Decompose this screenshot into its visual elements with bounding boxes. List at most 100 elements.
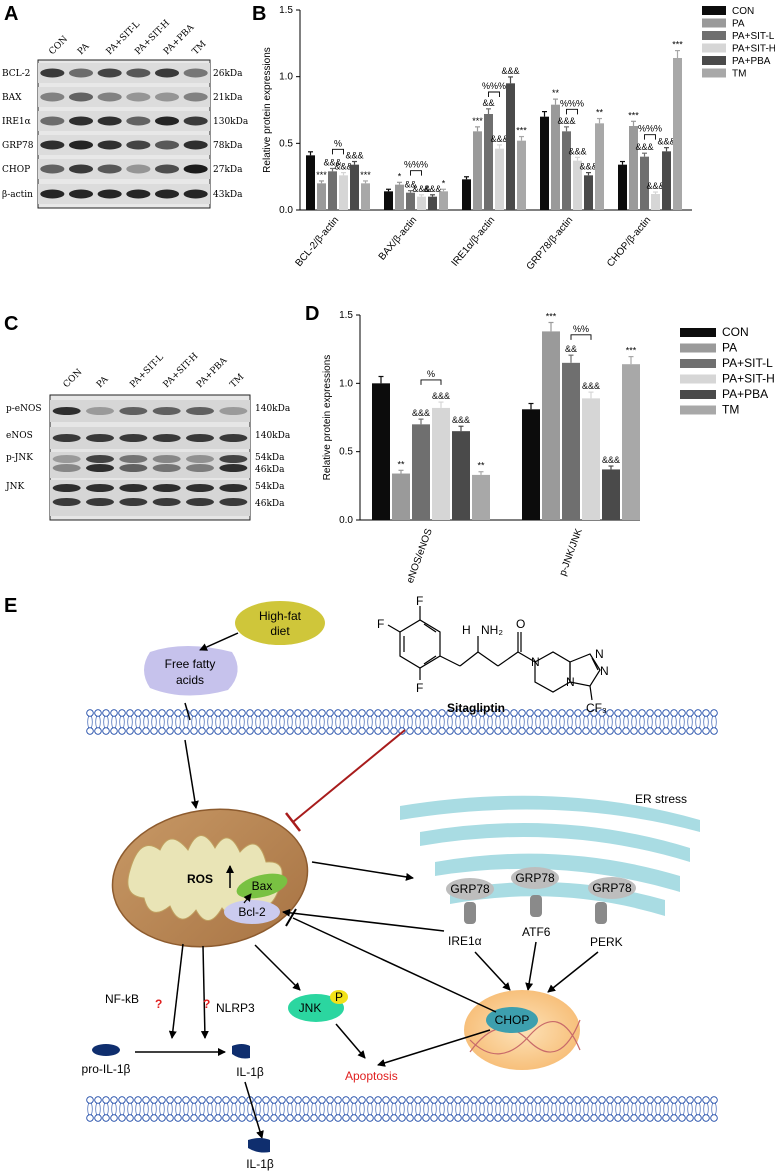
lipid-head [262, 1114, 270, 1122]
lipid-head [166, 709, 174, 717]
il1b-secreted-label: IL-1β [246, 1157, 274, 1171]
jnk-node [288, 994, 344, 1022]
lipid-head [358, 1096, 366, 1104]
ffa-text-1: Free fatty [165, 657, 216, 671]
blot-c-band [119, 464, 148, 472]
lipid-tail [287, 1102, 293, 1116]
lipid-tail [119, 715, 125, 729]
lipid-head [622, 1096, 630, 1104]
lipid-tail [471, 1102, 477, 1116]
legend-label: PA+SIT-H [722, 372, 775, 386]
lipid-tail [407, 1102, 413, 1116]
blot-a-band [97, 92, 122, 102]
bracket-label: %%% [560, 98, 584, 108]
significance-label: && [482, 98, 494, 108]
lipid-tail [343, 715, 349, 729]
lipid-head [678, 709, 686, 717]
lipid-tail [271, 715, 277, 729]
bar [417, 196, 426, 210]
lipid-head [198, 727, 206, 735]
lipid-head [118, 1114, 126, 1122]
lipid-head [638, 1114, 646, 1122]
lipid-tail [599, 715, 605, 729]
lipid-tail [527, 1102, 533, 1116]
lipid-tail [415, 715, 421, 729]
lipid-tail [255, 715, 261, 729]
lipid-tail [199, 715, 205, 729]
bar [372, 383, 390, 520]
lipid-head [550, 1096, 558, 1104]
lipid-head [254, 709, 262, 717]
chem-n-1: N [531, 655, 540, 669]
blot-lane-label: TM [228, 372, 246, 390]
blot-a-band [126, 189, 151, 199]
blot-c-band [52, 407, 81, 415]
lipid-head [422, 709, 430, 717]
blot-c-band [86, 464, 114, 472]
lipid-head [630, 727, 638, 735]
lipid-head [134, 1096, 142, 1104]
blot-a-strip [38, 184, 210, 204]
lipid-head [502, 727, 510, 735]
arrow-mito-to-il1b [200, 945, 209, 1039]
lipid-head [406, 1096, 414, 1104]
lipid-head [366, 1096, 374, 1104]
blot-lane-label: PA+PBA [195, 356, 230, 391]
lipid-tail [639, 715, 645, 729]
lipid-head [494, 1114, 502, 1122]
bar [595, 123, 604, 210]
lipid-head [134, 709, 142, 717]
lipid-tail [335, 1102, 341, 1116]
lipid-head [414, 709, 422, 717]
lipid-head [342, 709, 350, 717]
lipid-tail [111, 715, 117, 729]
arrow-ffa-to-mito [184, 739, 199, 809]
lipid-head [406, 727, 414, 735]
lipid-tail [631, 1102, 637, 1116]
lipid-tail [575, 715, 581, 729]
lipid-head [190, 1096, 198, 1104]
chop-label: CHOP [495, 1013, 530, 1027]
lipid-tail [543, 715, 549, 729]
category-label: IRE1α/β-actin [450, 215, 498, 269]
question-mark-1: ? [155, 997, 162, 1011]
lipid-head [478, 1114, 486, 1122]
lipid-head [142, 1114, 150, 1122]
arrow-ire1a-to-chop [474, 951, 511, 991]
bcl2-node [224, 900, 280, 924]
blot-a-band [40, 68, 65, 78]
lipid-head [110, 709, 118, 717]
lipid-tail [455, 715, 461, 729]
blot-c-strip [50, 400, 250, 422]
bar [506, 83, 515, 210]
blot-row-label: IRE1α [2, 117, 31, 127]
lipid-tail [471, 715, 477, 729]
lipid-head [502, 1096, 510, 1104]
comparison-bracket [644, 134, 656, 140]
lipid-tail [143, 1102, 149, 1116]
lipid-head [390, 1096, 398, 1104]
lipid-head [390, 727, 398, 735]
blot-a-band [68, 116, 94, 126]
lipid-head [158, 727, 166, 735]
y-tick-label: 1.5 [279, 5, 293, 16]
lipid-head [486, 1096, 494, 1104]
lipid-tail [559, 715, 565, 729]
ros-label: ROS [187, 872, 213, 886]
significance-label: &&& [452, 415, 470, 425]
arrow-mito-to-prilb [168, 943, 184, 1039]
lipid-head [318, 727, 326, 735]
lipid-head [246, 1114, 254, 1122]
bar [361, 183, 370, 210]
lipid-head [134, 727, 142, 735]
y-tick-label: 0.5 [279, 138, 293, 149]
lipid-head [542, 727, 550, 735]
lipid-tail [311, 715, 317, 729]
blot-c-strip [50, 427, 250, 449]
lipid-tail [703, 1102, 709, 1116]
atf6-label: ATF6 [522, 925, 551, 939]
lipid-head [406, 1114, 414, 1122]
category-label: eNOS/eNOS [405, 527, 435, 585]
lipid-tail [111, 1102, 117, 1116]
